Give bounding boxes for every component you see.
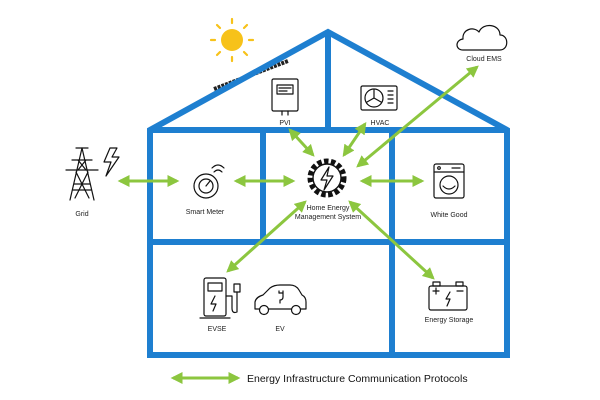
washing-machine-icon (433, 163, 465, 199)
solar-panel-icon (213, 59, 289, 91)
meter-gauge-icon (193, 164, 225, 199)
evse: EVSE (199, 277, 241, 333)
smart-meter-label: Smart Meter (186, 209, 225, 216)
hems-label-line2: Management System (295, 214, 361, 221)
gear-bolt-icon (307, 158, 347, 198)
ev: EV (254, 284, 307, 333)
power-tower-icon (65, 147, 99, 201)
smart-meter: Smart Meter (186, 164, 225, 216)
grid-label: Grid (75, 211, 88, 218)
hvac: HVAC (360, 85, 398, 127)
white-good-label: White Good (431, 212, 468, 219)
connectors (117, 65, 479, 280)
white-good: White Good (431, 163, 468, 219)
cloud-ems-label: Cloud EMS (466, 56, 502, 63)
pvi: PVI (271, 78, 299, 127)
connector-hems-storage (348, 200, 435, 280)
ev-label: EV (275, 326, 285, 333)
connector-cloud-hems (356, 65, 479, 168)
electric-car-icon (254, 284, 307, 316)
sun-icon (209, 17, 255, 63)
legend-label: Energy Infrastructure Communication Prot… (247, 373, 468, 385)
cloud-icon (456, 25, 508, 51)
connector-pvi-hems (288, 128, 315, 157)
energy-storage-label: Energy Storage (425, 317, 474, 324)
pvi-label: PVI (279, 120, 290, 127)
hems-label-line1: Home Energy (307, 205, 350, 212)
charging-station-icon (199, 277, 241, 319)
fan-unit-icon (360, 85, 398, 111)
legend: Energy Infrastructure Communication Prot… (170, 372, 468, 385)
lightning-icon (103, 147, 120, 177)
hvac-label: HVAC (371, 120, 390, 127)
inverter-icon (271, 78, 299, 116)
battery-icon (428, 281, 468, 311)
hems: Home Energy Management System (295, 158, 361, 221)
energy-storage: Energy Storage (425, 281, 474, 324)
evse-label: EVSE (208, 326, 227, 333)
grid: Grid (65, 147, 120, 218)
connector-hems-evse (226, 200, 307, 273)
cloud-ems: Cloud EMS (456, 25, 508, 63)
